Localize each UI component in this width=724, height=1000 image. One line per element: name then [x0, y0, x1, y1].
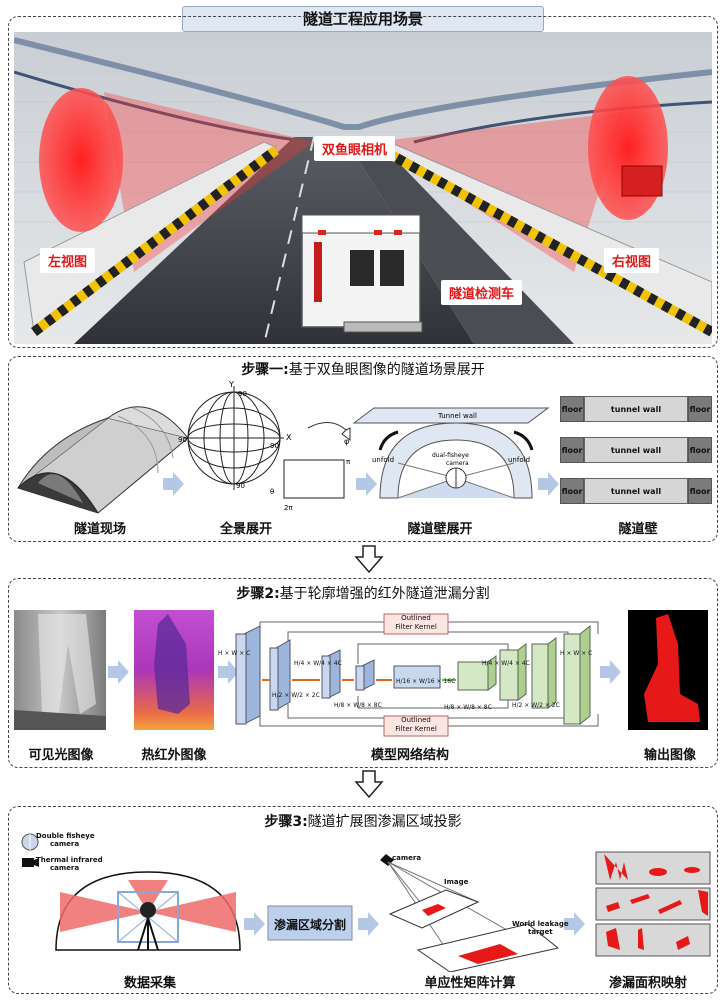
right-view-label: 右视图: [604, 248, 660, 273]
step3-frame: [8, 806, 718, 994]
thermal-image: [134, 610, 214, 730]
dual-fisheye-label-1: dual-fisheye: [432, 452, 469, 459]
caption-data-collection: 数据采集: [123, 976, 176, 991]
layer-label-2: H/2 × W/2 × 2C: [272, 692, 320, 699]
step3-title: 步骤3:隧道扩展图渗漏区域投影: [264, 814, 462, 830]
caption-output: 输出图像: [643, 748, 696, 763]
sphere-right: 90: [270, 442, 279, 450]
step1-illustrations: Y 90 90 90 X 90 φ π θ 2π Tunnel wall unf…: [16, 380, 559, 514]
scene-frame: [8, 16, 718, 348]
segment-box: [267, 905, 353, 941]
unfold-right-label: unfold: [508, 456, 530, 464]
fisheye-camera-label: 双鱼眼相机: [314, 136, 396, 161]
sphere-axis-x: X: [286, 433, 292, 442]
layer-label-4: H/8 × W/8 × 8C: [334, 702, 382, 709]
step2-frame: [8, 578, 718, 768]
caption-thermal: 热红外图像: [141, 748, 207, 763]
caption-tunnel-site: 隧道现场: [73, 522, 126, 537]
unfold-left-label: unfold: [372, 456, 394, 464]
left-view-label: 左视图: [40, 248, 96, 273]
step1-title: 步骤一:基于双鱼眼图像的隧道场景展开: [241, 362, 485, 378]
sphere-left: 90: [178, 436, 187, 444]
theta-label: θ: [270, 488, 274, 496]
camera-label: camera: [392, 854, 422, 862]
output-mask-image: [628, 610, 708, 730]
thermal-camera-legend-icon: [22, 858, 34, 867]
data-collection-diagram: [55, 871, 241, 951]
layer-label-9: H × W × C: [560, 650, 593, 657]
layer-label-1: H × W × C: [218, 650, 251, 657]
caption-visible: 可见光图像: [28, 748, 94, 763]
sphere-bottom: 90: [236, 482, 245, 490]
step3-illustrations: [21, 833, 711, 972]
down-arrow-1-icon: [354, 545, 384, 574]
panorama-sphere-icon: [184, 386, 284, 490]
two-pi-label: 2π: [284, 504, 293, 512]
caption-panorama: 全景展开: [219, 522, 272, 537]
caption-network: 模型网络结构: [370, 748, 449, 763]
sphere-top: 90: [238, 390, 247, 398]
step2-title: 步骤2:基于轮廓增强的红外隧道泄漏分割: [236, 586, 490, 602]
sphere-axis-y: Y: [228, 380, 234, 389]
inspection-vehicle-icon: [301, 214, 423, 333]
layer-label-5: H/16 × W/16 × 16C: [396, 678, 456, 685]
homography-diagram: [380, 854, 560, 972]
tunnel-site-icon: [16, 406, 190, 514]
caption-wall-unfold: 隧道壁展开: [407, 522, 473, 537]
pi-label: π: [346, 458, 351, 466]
mapped-leakage-panels: [595, 851, 711, 957]
segment-box-label: 渗漏区域分割: [273, 918, 346, 932]
visible-image: [14, 610, 106, 730]
caption-tunnel-wall: 隧道壁: [618, 522, 658, 537]
down-arrow-2-icon: [354, 770, 384, 799]
layer-label-8: H/2 × W/2 × 2C: [512, 702, 560, 709]
step1-frame: [8, 356, 718, 542]
image-plane-label: Image: [444, 878, 469, 886]
caption-homography: 单应性矩阵计算: [424, 976, 516, 991]
layer-label-6: H/8 × W/8 × 8C: [444, 704, 492, 711]
layer-label-7: H/4 × W/4 × 4C: [482, 660, 530, 667]
dual-fisheye-label-2: camera: [446, 460, 469, 467]
vehicle-label: 隧道检测车: [441, 280, 523, 305]
phi-label: φ: [344, 437, 349, 446]
step2-illustrations: [14, 610, 708, 737]
layer-label-3: H/4 × W/4 × 4C: [294, 660, 342, 667]
tunnel-wall-label: Tunnel wall: [437, 412, 477, 420]
tunnel-scene-illustration: [14, 32, 712, 344]
caption-area-mapping: 渗漏面积映射: [608, 976, 687, 991]
tunnel-wall-unfold-icon: [352, 407, 550, 499]
scene-title: 隧道工程应用场景: [182, 6, 544, 32]
